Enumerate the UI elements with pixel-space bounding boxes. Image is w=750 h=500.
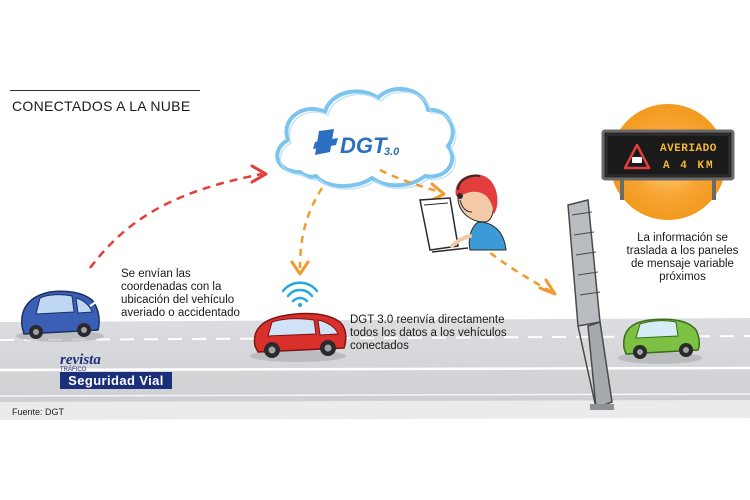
page-title: CONECTADOS A LA NUBE [12,98,191,114]
car-icon-right [618,318,702,364]
revista-logo: revista TRÁFICO Seguridad Vial [60,352,172,392]
arrow-to-gantry [479,244,557,296]
operator-icon [419,174,507,253]
caption-right: La información se traslada a los paneles… [626,232,739,283]
warning-triangle-icon [623,143,651,170]
title-rule [10,90,200,91]
arrow-to-operator [379,168,446,202]
sign-line-2: A 4 KM [663,160,715,172]
arrow-to-car [290,187,324,276]
dgt-logo-icon [313,129,338,155]
logo-sub-text: TRÁFICO [60,367,87,373]
dgt-version: 3.0 [384,146,400,158]
gantry-icon [567,199,614,410]
source-note: Fuente: DGT [12,407,65,417]
caption-middle: DGT 3.0 reenvía directamente todos los d… [350,314,507,352]
dgt-brand: DGT [340,133,388,158]
cloud-icon [275,87,457,190]
logo-bar-text: Seguridad Vial [60,372,172,389]
wifi-icon [281,281,319,307]
arrow-to-cloud [89,164,268,269]
car-icon-left [16,290,104,342]
caption-left: Se envían las coordenadas con la ubicaci… [121,268,240,319]
car-icon-middle [250,312,347,362]
sign-line-1: AVERIADO [660,143,717,155]
variable-message-sign [601,104,735,220]
logo-top-text: revista [60,352,101,368]
